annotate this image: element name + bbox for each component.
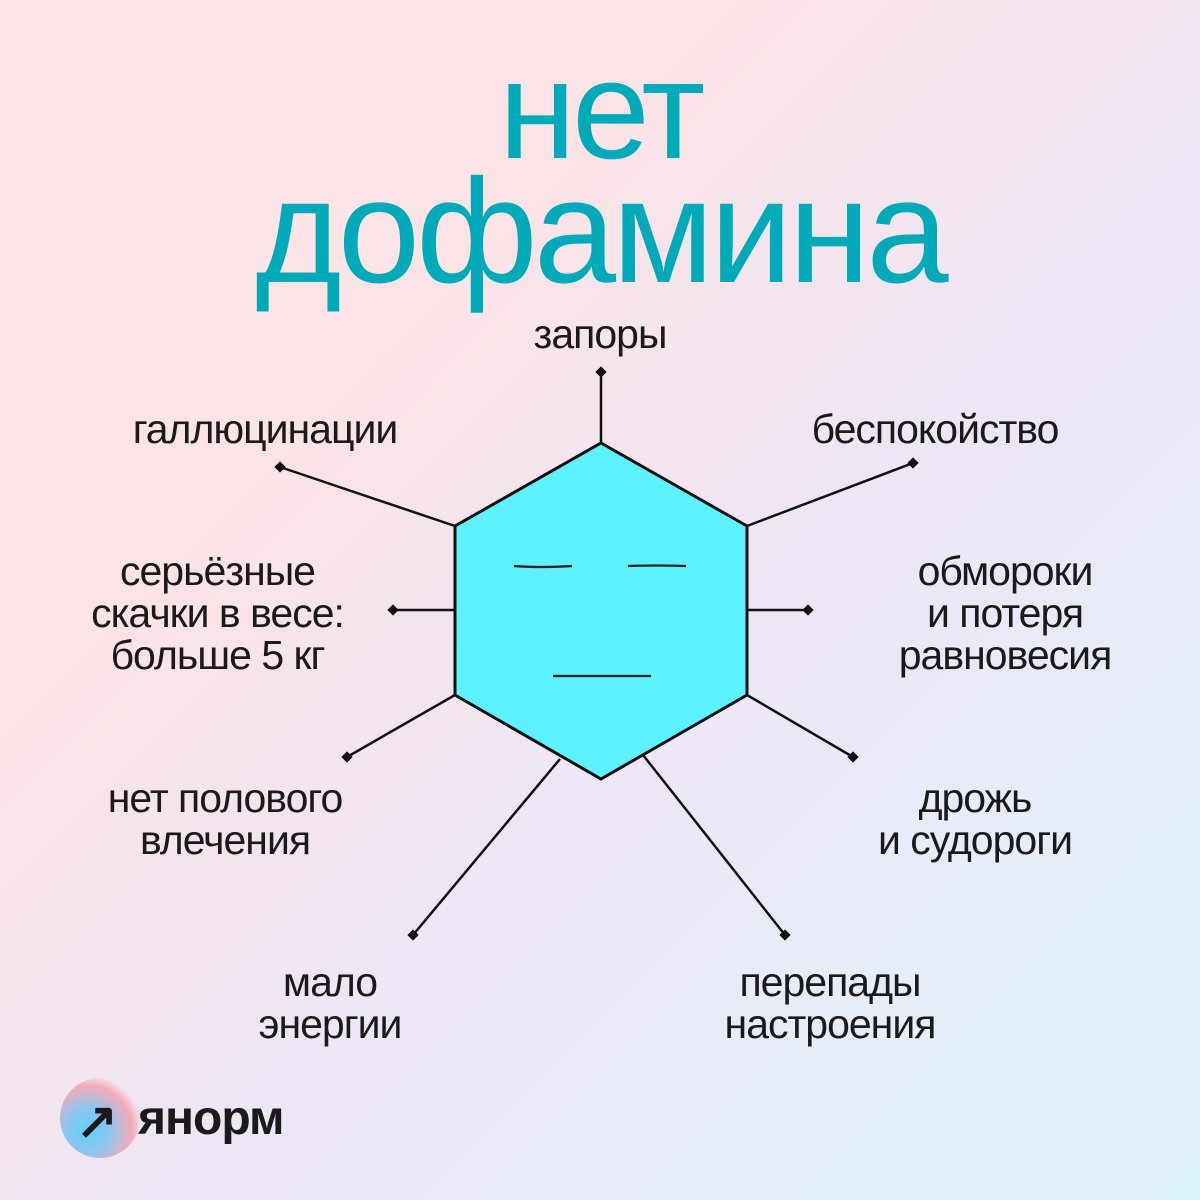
diamond-marker [907, 457, 919, 469]
label-line: обмороки [917, 548, 1094, 594]
label-upper-left: галлюцинации [132, 406, 399, 452]
label-top: запоры [533, 311, 668, 357]
label-line: скачки в весе: [91, 590, 345, 636]
brand-name: янорм [138, 1091, 285, 1145]
label-line: и судороги [877, 817, 1073, 863]
label-line: энергии [258, 1001, 403, 1047]
connector-lower-left [346, 693, 456, 759]
title-line-1: нет [498, 31, 706, 188]
label-bottom-left: мало энергии [220, 961, 440, 1045]
left-eye [513, 564, 573, 569]
diamond-marker [341, 751, 353, 763]
label-line: больше 5 кг [110, 632, 326, 678]
label-line: влечения [139, 817, 311, 863]
diamond-marker [407, 929, 419, 941]
connector-upper-left [279, 465, 456, 528]
diamond-marker [274, 461, 286, 473]
label-lower-right: дрожь и судороги [840, 777, 1110, 861]
label-line: серьёзные [120, 548, 316, 594]
right-eye [627, 564, 687, 568]
diamond-marker [847, 751, 859, 763]
diamond-marker [595, 366, 607, 378]
label-upper-right: беспокойство [811, 406, 1060, 452]
label-bottom-right: перепады настроения [690, 961, 970, 1045]
label-line: и потеря [926, 590, 1084, 636]
connector-lower-right [746, 693, 854, 759]
connector-bottom-left [412, 758, 561, 936]
brand-logo: ↗ янорм [60, 1078, 285, 1158]
label-line: настроения [724, 1001, 937, 1047]
label-line: перепады [739, 959, 921, 1005]
label-lower-left: нет полового влечения [70, 777, 380, 861]
connector-upper-right [746, 461, 914, 528]
title-line-2: дофамина [255, 149, 948, 314]
label-line: дрожь [918, 775, 1033, 821]
label-line: нет полового [107, 775, 344, 821]
label-left: серьёзные скачки в весе: больше 5 кг [50, 550, 385, 676]
logo-blob: ↗ [60, 1078, 140, 1158]
label-line: мало [282, 959, 378, 1005]
connector-bottom-right [642, 754, 786, 936]
arrow-up-right-icon: ↗ [76, 1093, 118, 1149]
diamond-marker [802, 604, 814, 616]
diamond-marker [387, 604, 399, 616]
hexagon-face [453, 441, 749, 781]
label-line: равновесия [898, 632, 1113, 678]
diamond-marker [779, 929, 791, 941]
label-right: обмороки и потеря равновесия [870, 550, 1140, 676]
